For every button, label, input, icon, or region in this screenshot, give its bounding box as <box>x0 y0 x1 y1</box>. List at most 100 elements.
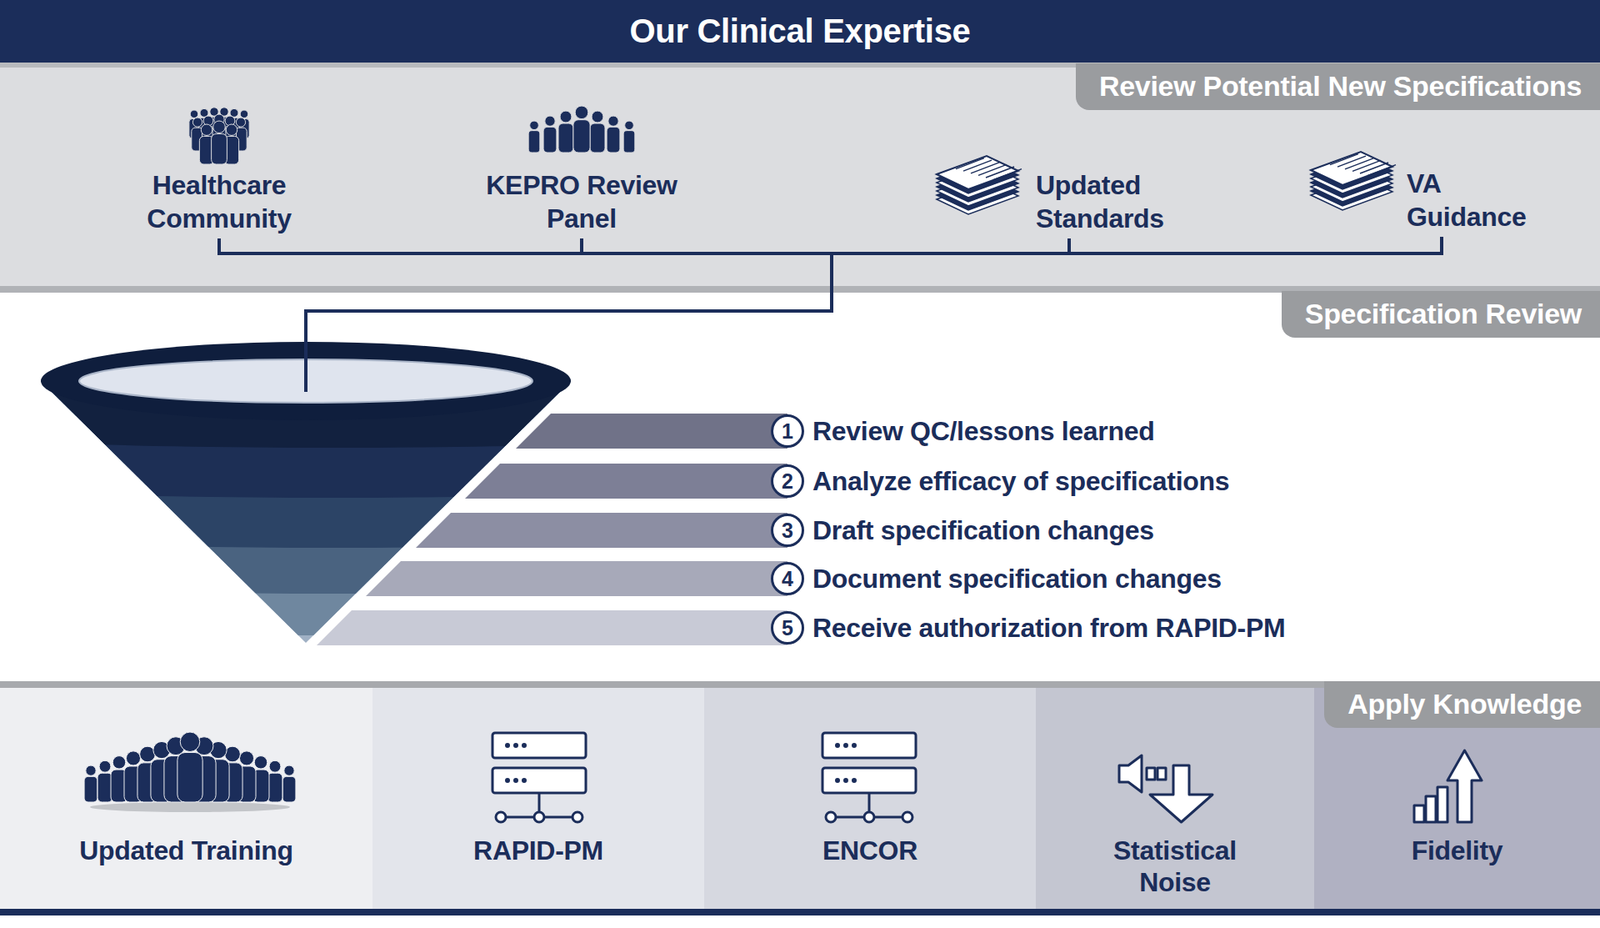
knowledge-panel: RAPID-PM <box>372 680 705 909</box>
people-icon-part <box>282 775 296 802</box>
document-stack-icon-part <box>1360 162 1389 174</box>
server-icon-part <box>513 742 519 748</box>
funnel <box>0 333 750 667</box>
server-icon-part <box>864 811 875 822</box>
people-icon-part <box>284 765 295 775</box>
server-icon-part <box>843 777 849 783</box>
server-icon-part <box>835 742 840 748</box>
document-stack-icon-part <box>993 169 1022 180</box>
people-icon-part <box>97 772 113 802</box>
people-icon-part <box>625 120 635 130</box>
people-icon-part <box>528 130 540 153</box>
server-icon-part <box>495 811 506 822</box>
panel-label: Updated Training <box>11 834 362 866</box>
section-band: 1Review QC/lessons learned2Analyze effic… <box>0 290 1600 681</box>
section-tab: Review Potential New Specifications <box>1075 63 1600 110</box>
people-icon-part <box>558 123 574 153</box>
server-icon-part <box>505 742 510 748</box>
title-bar: Our Clinical Expertise <box>0 0 1600 63</box>
people-icon-part <box>591 110 604 123</box>
process-step: 4Document specification changes <box>770 560 1222 596</box>
step-bar-part <box>515 413 788 449</box>
fidelity-icon-part <box>1414 805 1425 822</box>
document-stack-icon-part <box>963 160 992 171</box>
panel-label: Statistical Noise <box>1079 834 1271 898</box>
people-icon-part <box>573 120 590 153</box>
server-icon-part <box>505 777 510 783</box>
server-icon-part <box>843 742 849 748</box>
knowledge-panel: ENCOR <box>704 680 1036 909</box>
people-icon-part <box>623 130 635 153</box>
section-band: Healthcare CommunityKEPRO Review PanelUp… <box>0 66 1600 291</box>
server-icon-part <box>822 767 916 793</box>
server-icon-part <box>851 777 857 783</box>
step-label: Draft specification changes <box>812 513 1155 547</box>
document-stack-icon-part <box>1330 154 1359 165</box>
connector-line <box>219 238 832 291</box>
fidelity-icon-part <box>1425 795 1436 822</box>
document-stack-icon-part <box>1310 151 1393 185</box>
section-ground <box>0 62 1600 293</box>
document-stack-icon-part <box>1345 158 1374 170</box>
people-icon-part <box>575 105 589 120</box>
people-icon-part <box>606 126 620 153</box>
connector-line <box>831 238 1070 291</box>
people-icon-part <box>560 110 572 123</box>
people-icon-part <box>267 772 283 802</box>
document-stack-icon <box>936 151 1396 215</box>
funnel-part <box>0 333 750 448</box>
panel-ground <box>0 680 1600 915</box>
noise-icon-part <box>1146 767 1155 780</box>
noise-icon-part <box>1150 765 1213 822</box>
fidelity-icon-part <box>1437 786 1448 822</box>
people-icon-part <box>99 760 111 772</box>
funnel-part <box>0 333 750 635</box>
people-icon-part <box>177 752 203 802</box>
process-step: 5Receive authorization from RAPID-PM <box>770 610 1285 645</box>
step-bar-part <box>316 610 788 645</box>
document-stack-icon-part <box>970 162 1000 174</box>
noise-icon-part <box>1157 767 1166 780</box>
fidelity-icon <box>1414 750 1482 822</box>
step-label: Review QC/lessons learned <box>812 414 1155 448</box>
people-icon-part <box>85 765 96 775</box>
callout-number: 3 <box>770 513 805 547</box>
document-stack-icon-part <box>936 155 1019 190</box>
document-stack-icon-part <box>1352 160 1381 171</box>
knowledge-panel: Updated Training <box>0 680 373 909</box>
callout-number: 5 <box>770 610 805 645</box>
title-text: Our Clinical Expertise <box>629 12 970 50</box>
section-tab: Specification Review <box>1281 290 1600 338</box>
server-icon-part <box>513 777 519 783</box>
step-bar-part <box>415 512 788 548</box>
server-icon-part <box>835 777 840 783</box>
people-icon-part <box>84 775 98 802</box>
server-icon-part <box>572 811 583 822</box>
source-item: KEPRO Review Panel <box>469 168 695 235</box>
panel-ground-part <box>0 908 1600 915</box>
funnel-part <box>0 333 750 498</box>
people-icon-part <box>239 750 254 765</box>
people-icon-part <box>543 126 557 153</box>
panel-ground-part <box>0 687 373 909</box>
people-icon-part <box>90 801 290 812</box>
people-icon-part <box>235 117 245 127</box>
people-icon-part <box>125 750 140 765</box>
people-icon-part <box>608 115 619 126</box>
connector-line <box>581 238 832 291</box>
people-icon-part <box>590 123 605 153</box>
knowledge-panel: Statistical Noise <box>1035 680 1315 909</box>
step-label: Receive authorization from RAPID-PM <box>812 610 1285 645</box>
panel-label: RAPID-PM <box>380 834 697 866</box>
funnel-part <box>0 333 750 594</box>
people-icon-part <box>213 120 226 134</box>
server-icon-part <box>851 742 857 748</box>
people-icon-part <box>530 120 540 130</box>
noise-icon <box>1119 755 1213 822</box>
server-icon <box>492 732 916 822</box>
step-label: Analyze efficacy of specifications <box>812 464 1230 498</box>
document-stack-icon-part <box>1337 155 1366 167</box>
people-icon-part <box>190 110 199 119</box>
source-label: KEPRO Review Panel <box>469 168 695 235</box>
